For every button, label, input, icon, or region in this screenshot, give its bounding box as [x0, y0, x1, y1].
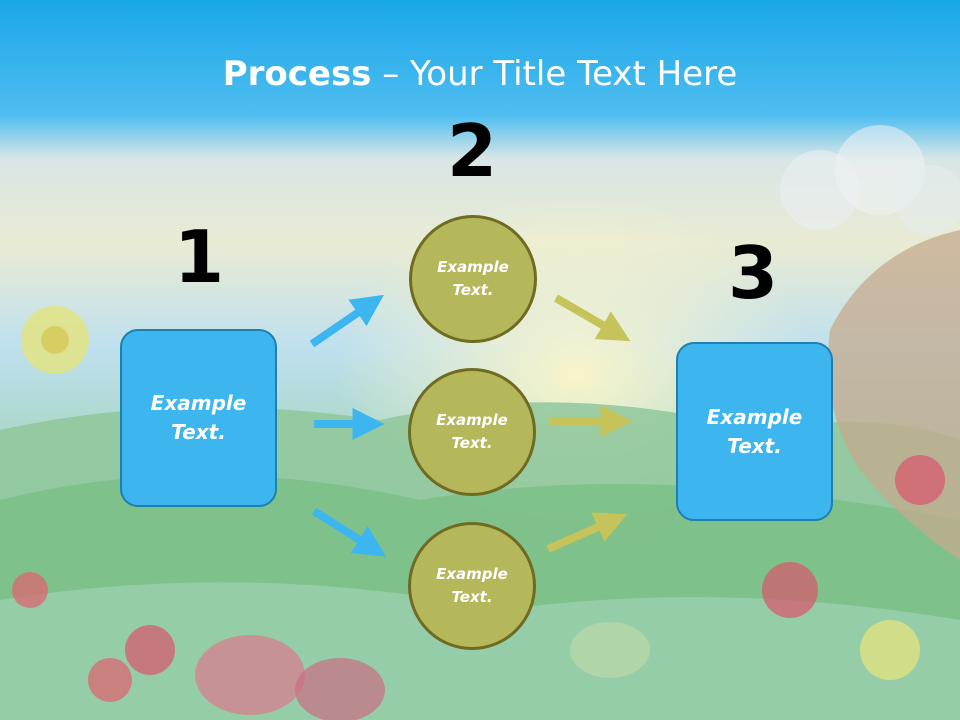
step-2-circle-bottom: Example Text.: [408, 522, 536, 650]
step-1-box: Example Text.: [120, 329, 277, 507]
arrow-top-to-3: [553, 294, 631, 342]
circle-bottom-text: Example Text.: [436, 565, 508, 606]
arrow-bottom-to-3: [546, 512, 628, 553]
step-number-3: 3: [727, 231, 779, 315]
step-1-text: Example Text.: [150, 391, 247, 444]
step-3-box: Example Text.: [676, 342, 833, 521]
step-number-2: 2: [446, 109, 498, 193]
title-bold: Process: [222, 54, 372, 94]
slide-title: Process – Your Title Text Here: [0, 52, 960, 96]
arrow-1-to-bottom: [311, 507, 387, 557]
step-2-circle-middle: Example Text.: [408, 368, 536, 496]
circle-top-text: Example Text.: [437, 258, 509, 299]
title-rest: – Your Title Text Here: [371, 54, 738, 94]
circle-middle-text: Example Text.: [436, 411, 508, 452]
step-2-circle-top: Example Text.: [409, 215, 537, 343]
step-number-1: 1: [173, 215, 225, 299]
arrow-1-to-top: [309, 294, 384, 348]
step-3-text: Example Text.: [706, 404, 803, 458]
